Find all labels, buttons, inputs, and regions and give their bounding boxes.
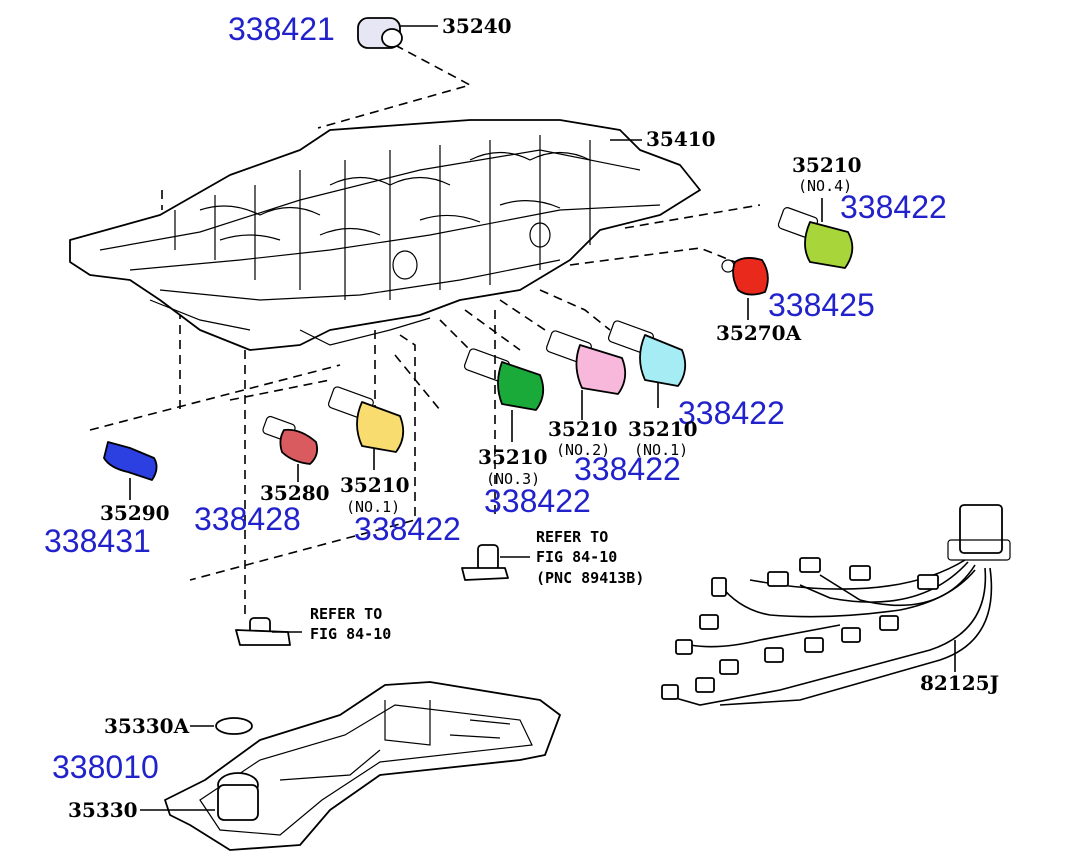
pn-35290: 35290: [100, 501, 170, 525]
sub-no3: (NO.3): [486, 470, 540, 488]
ref1-line3: (PNC 89413B): [536, 569, 644, 587]
ref2-line2: FIG 84-10: [310, 625, 391, 643]
solenoid-35210-no1-left: [327, 386, 405, 470]
code-338010: 338010: [52, 749, 159, 785]
code-338428: 338428: [194, 501, 301, 537]
pn-35210-no1-left: 35210: [340, 473, 410, 497]
solenoid-35280: [262, 415, 319, 482]
solenoid-35210-no3: [463, 348, 545, 442]
assembly-dashed-lines: [89, 44, 761, 620]
pn-35210-no2: 35210: [548, 417, 618, 441]
pn-35410: 35410: [646, 127, 716, 151]
sub-no1-right: (NO.1): [634, 441, 688, 459]
part-35240-plug: [357, 17, 438, 49]
solenoid-35210-no4: [777, 198, 854, 269]
pn-35210-no1-right: 35210: [628, 417, 698, 441]
pn-35270a: 35270A: [716, 321, 802, 345]
code-338422-no1-right: 338422: [678, 395, 785, 431]
solenoid-35210-no2: [545, 330, 627, 420]
ref1-line1: REFER TO: [536, 528, 608, 546]
code-338422-no1-left: 338422: [354, 511, 461, 547]
sub-no2: (NO.2): [556, 441, 610, 459]
code-338422-no4: 338422: [840, 189, 947, 225]
pn-35330a: 35330A: [104, 714, 190, 738]
code-338422-no2: 338422: [574, 451, 681, 487]
solenoid-35210-no1-right: [607, 320, 687, 408]
pn-35240: 35240: [442, 14, 512, 38]
valve-body-assembly: [69, 119, 701, 351]
wire-harness-82125j: [661, 504, 1011, 706]
sub-no4: (NO.4): [798, 177, 852, 195]
solenoid-35270a: [721, 257, 769, 320]
sub-no1-left: (NO.1): [346, 498, 400, 516]
solenoid-35290: [103, 441, 158, 500]
code-338422-no3: 338422: [484, 483, 591, 519]
code-338425: 338425: [768, 287, 875, 323]
ref2-line1: REFER TO: [310, 605, 382, 623]
oil-strainer-35330: [140, 681, 561, 851]
pn-35280: 35280: [260, 481, 330, 505]
code-338421: 338421: [228, 11, 335, 47]
oring-35330a: [190, 717, 253, 735]
pn-82125j: 82125J: [920, 671, 999, 695]
code-338431: 338431: [44, 523, 151, 559]
part-labels: 338421 35240 35410 35210 (NO.4) 338422 3…: [44, 11, 999, 822]
pn-35330: 35330: [68, 798, 138, 822]
ref1-line2: FIG 84-10: [536, 548, 617, 566]
pn-35210-no3: 35210: [478, 445, 548, 469]
plug-ref-89413b: [461, 544, 530, 581]
plug-ref-84-10: [235, 617, 302, 646]
pn-35210-no4: 35210: [792, 153, 862, 177]
